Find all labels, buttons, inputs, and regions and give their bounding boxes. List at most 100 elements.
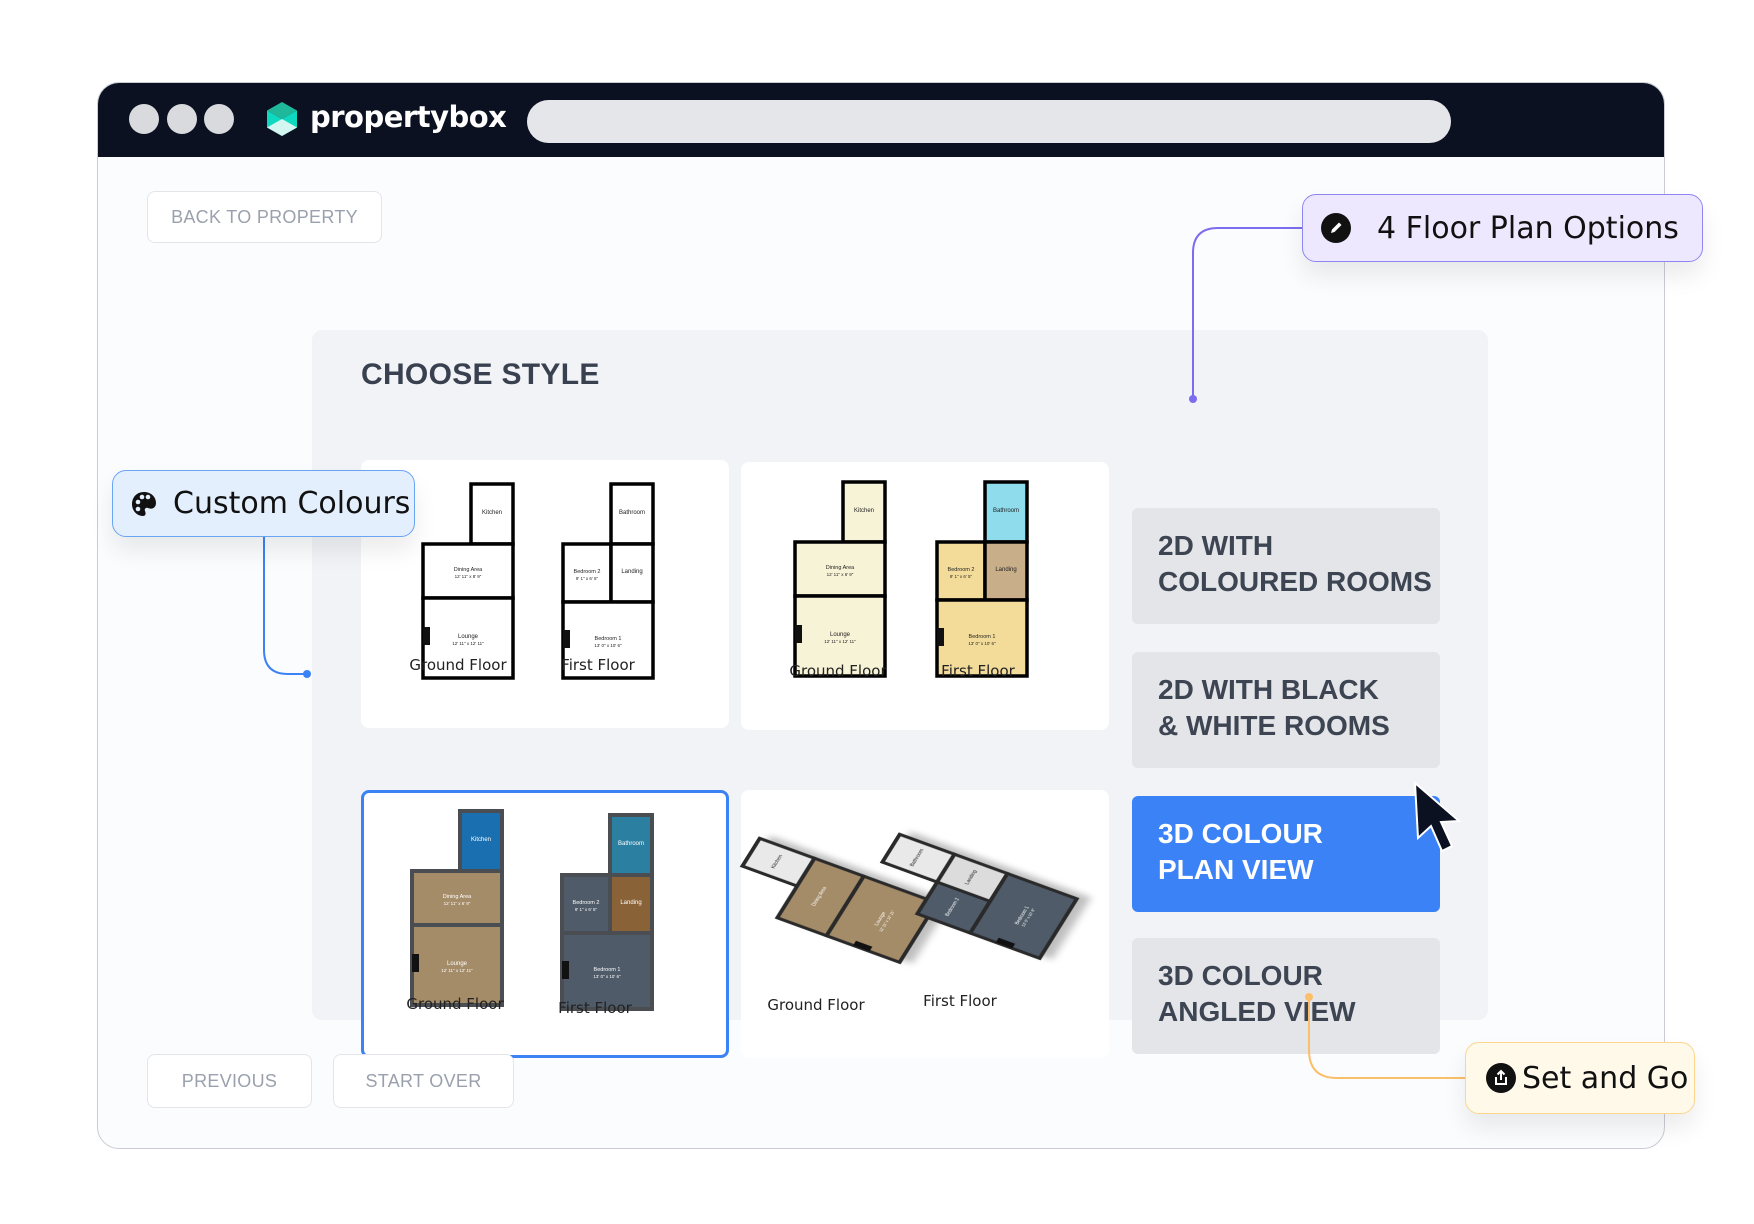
room-label: Bedroom 2 <box>948 567 975 573</box>
option-2d-black-white-rooms[interactable]: 2D WITH BLACK & WHITE ROOMS <box>1132 652 1440 768</box>
fireplace <box>853 940 873 952</box>
room-label: Bedroom 2 <box>573 900 600 906</box>
callout-label: 4 Floor Plan Options <box>1377 210 1679 246</box>
floor-label: Ground Floor <box>409 656 507 674</box>
floor-label: Ground Floor <box>406 995 504 1013</box>
start-over-button[interactable]: START OVER <box>333 1054 514 1108</box>
callout-label: Set and Go <box>1522 1060 1689 1096</box>
room-dimensions: 13' 0" x 10' 6" <box>593 974 621 979</box>
back-to-property-button[interactable]: BACK TO PROPERTY <box>147 191 382 243</box>
option-label-line1: 2D WITH <box>1158 530 1274 561</box>
room-label: Kitchen <box>854 508 874 514</box>
pencil-icon <box>1321 213 1351 243</box>
room-dimensions: 12' 11" x 6' 9" <box>827 572 854 577</box>
room-dimensions: 9' 1" x 6' 5" <box>575 907 598 912</box>
floor-label: First Floor <box>941 662 1015 680</box>
room-lounge <box>410 923 504 1007</box>
fireplace <box>795 625 802 643</box>
previous-button[interactable]: PREVIOUS <box>147 1054 312 1108</box>
page-title: CHOOSE STYLE <box>361 358 600 391</box>
room-dimensions: 12' 11" x 12' 11" <box>441 968 473 973</box>
room-label: Bedroom 1 <box>594 967 621 973</box>
room-dimensions: 9' 1" x 6' 5" <box>950 574 973 579</box>
room-dimensions: 12' 11" x 8' 9" <box>455 574 482 579</box>
room-label: Landing <box>620 900 641 906</box>
fireplace <box>562 961 569 979</box>
room-label: Kitchen <box>482 510 502 516</box>
browser-titlebar: propertybox <box>98 83 1664 157</box>
room-lounge <box>793 594 887 678</box>
window-minimize-dot[interactable] <box>167 104 197 134</box>
room-label: Kitchen <box>471 837 491 843</box>
fireplace <box>995 937 1016 949</box>
room-label: Lounge <box>447 961 468 967</box>
window-close-dot[interactable] <box>129 104 159 134</box>
room-label: Landing <box>995 567 1016 573</box>
room-bathroom <box>608 813 654 877</box>
room-label: Bathroom <box>993 508 1019 514</box>
room-bedroom-2 <box>935 540 987 602</box>
room-dining-area <box>421 542 515 600</box>
room-bedroom-1 <box>561 600 655 680</box>
room-label: Lounge <box>830 632 851 638</box>
floor-label: First Floor <box>561 656 635 674</box>
option-2d-coloured-rooms[interactable]: 2D WITH COLOURED ROOMS <box>1132 508 1440 624</box>
callout-label: Custom Colours <box>173 486 411 521</box>
address-bar[interactable] <box>527 100 1451 143</box>
propertybox-logo-icon <box>267 102 297 136</box>
fireplace <box>423 627 430 645</box>
callout-floor-plan-options: 4 Floor Plan Options <box>1302 194 1703 262</box>
option-label-line1: 3D COLOUR <box>1158 960 1323 991</box>
palette-icon <box>129 489 159 519</box>
room-dimensions: 12' 11" x 12' 11" <box>452 641 484 646</box>
floor-label: Ground Floor <box>789 662 887 680</box>
room-kitchen <box>841 480 887 544</box>
room-label: Landing <box>621 569 642 575</box>
window-maximize-dot[interactable] <box>204 104 234 134</box>
room-label: Bedroom 1 <box>595 636 622 642</box>
room-dimensions: 12' 11" x 12' 11" <box>824 639 856 644</box>
room-label: Bedroom 1 <box>969 634 996 640</box>
room-dining-area <box>410 869 504 927</box>
option-label-line2: & WHITE ROOMS <box>1158 710 1390 741</box>
floor-label: First Floor <box>558 999 632 1017</box>
room-dimensions: 12' 11" x 6' 9" <box>444 901 471 906</box>
callout-set-and-go: Set and Go <box>1465 1042 1695 1114</box>
share-icon <box>1486 1063 1516 1093</box>
room-kitchen <box>469 482 515 546</box>
room-dimensions: 9' 1" x 6' 6" <box>576 576 599 581</box>
floor-label: Ground Floor <box>767 996 865 1014</box>
fireplace <box>563 630 570 648</box>
room-label: Bathroom <box>619 510 645 516</box>
room-landing <box>608 873 654 935</box>
room-dining-area <box>793 540 887 598</box>
room-label: Bedroom 2 <box>574 569 601 575</box>
room-label: Dining Area <box>454 567 483 573</box>
option-label-line1: 2D WITH BLACK <box>1158 674 1379 705</box>
option-3d-colour-plan-view[interactable]: 3D COLOUR PLAN VIEW <box>1132 796 1440 912</box>
brand-name: propertybox <box>310 100 507 134</box>
fireplace <box>412 954 419 972</box>
option-label-line2: COLOURED ROOMS <box>1158 566 1432 597</box>
option-label-line2: PLAN VIEW <box>1158 854 1314 885</box>
option-label-line1: 3D COLOUR <box>1158 818 1323 849</box>
room-lounge <box>421 596 515 680</box>
room-dimensions: 13' 0" x 10' 6" <box>594 643 622 648</box>
room-label: Lounge <box>458 634 479 640</box>
room-label: Dining Area <box>826 565 855 571</box>
floor-label: First Floor <box>923 992 997 1010</box>
room-landing <box>983 540 1029 602</box>
room-dimensions: 13' 0" x 10' 6" <box>968 641 996 646</box>
